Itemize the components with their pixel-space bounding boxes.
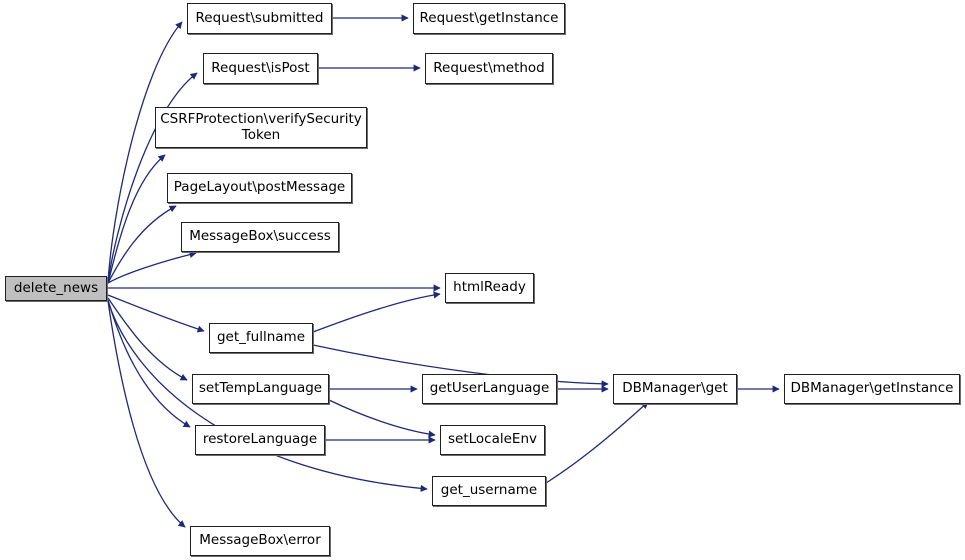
node-dbmanager_get[interactable]: DBManager\get: [613, 374, 737, 404]
node-label: PageLayout\postMessage: [173, 179, 346, 196]
node-label: Request\method: [433, 59, 545, 76]
node-messagebox_success[interactable]: MessageBox\success: [181, 222, 339, 252]
node-get_username[interactable]: get_username: [432, 476, 546, 506]
node-label: MessageBox\error: [199, 532, 321, 549]
edge-delete_news-to-request_submitted: [107, 21, 183, 284]
node-label: delete_news: [13, 279, 99, 296]
node-label: DBManager\get: [622, 380, 728, 397]
edge-get_fullname-to-dbmanager_get: [312, 344, 609, 388]
node-setlocaleenv[interactable]: setLocaleEnv: [440, 425, 545, 455]
node-label: CSRFProtection\verifySecurity Token: [160, 110, 362, 143]
edge-delete_news-to-restorelanguage: [107, 299, 191, 428]
node-restorelanguage[interactable]: restoreLanguage: [195, 425, 325, 455]
node-label: htmlReady: [453, 279, 526, 296]
node-label: setTempLanguage: [198, 380, 323, 397]
edge-delete_news-to-get_username: [107, 300, 428, 492]
edge-delete_news-to-messagebox_error: [107, 300, 186, 528]
node-request_ispost[interactable]: Request\isPost: [203, 53, 318, 84]
edge-delete_news-to-request_ispost: [107, 72, 198, 284]
node-label: restoreLanguage: [202, 431, 318, 448]
node-messagebox_error[interactable]: MessageBox\error: [190, 526, 330, 556]
node-htmlready[interactable]: htmlReady: [445, 273, 534, 303]
node-label: Request\submitted: [195, 9, 324, 26]
edge-get_fullname-to-htmlready: [312, 291, 441, 333]
node-label: get_username: [440, 482, 538, 499]
node-request_method[interactable]: Request\method: [425, 53, 553, 84]
node-request_getinstance[interactable]: Request\getInstance: [413, 3, 565, 34]
edge-delete_news-to-csrf_verify: [107, 154, 166, 284]
node-request_submitted[interactable]: Request\submitted: [187, 3, 332, 34]
edge-delete_news-to-settemplanguage: [107, 297, 188, 381]
node-label: get_fullname: [216, 329, 305, 346]
node-label: getUserLanguage: [429, 380, 550, 397]
edge-get_username-to-dbmanager_get: [545, 401, 649, 484]
node-label: Request\isPost: [211, 59, 310, 76]
node-pagelayout_post[interactable]: PageLayout\postMessage: [167, 173, 352, 203]
edge-group: [107, 14, 780, 528]
node-label: DBManager\getInstance: [790, 380, 954, 397]
node-delete_news[interactable]: delete_news: [5, 276, 107, 301]
node-label: setLocaleEnv: [447, 431, 537, 448]
node-settemplanguage[interactable]: setTempLanguage: [192, 374, 329, 404]
node-csrf_verify[interactable]: CSRFProtection\verifySecurity Token: [155, 107, 367, 148]
edge-settemplanguage-to-setlocaleenv: [328, 399, 436, 438]
node-label: MessageBox\success: [189, 228, 331, 245]
edge-delete_news-to-pagelayout_post: [107, 205, 177, 284]
edge-delete_news-to-get_fullname: [107, 294, 205, 333]
edge-delete_news-to-messagebox_success: [107, 251, 197, 284]
node-dbmanager_getinst[interactable]: DBManager\getInstance: [784, 374, 960, 404]
node-getuserlanguage[interactable]: getUserLanguage: [422, 374, 557, 404]
node-label: Request\getInstance: [419, 9, 559, 26]
node-get_fullname[interactable]: get_fullname: [209, 323, 313, 353]
